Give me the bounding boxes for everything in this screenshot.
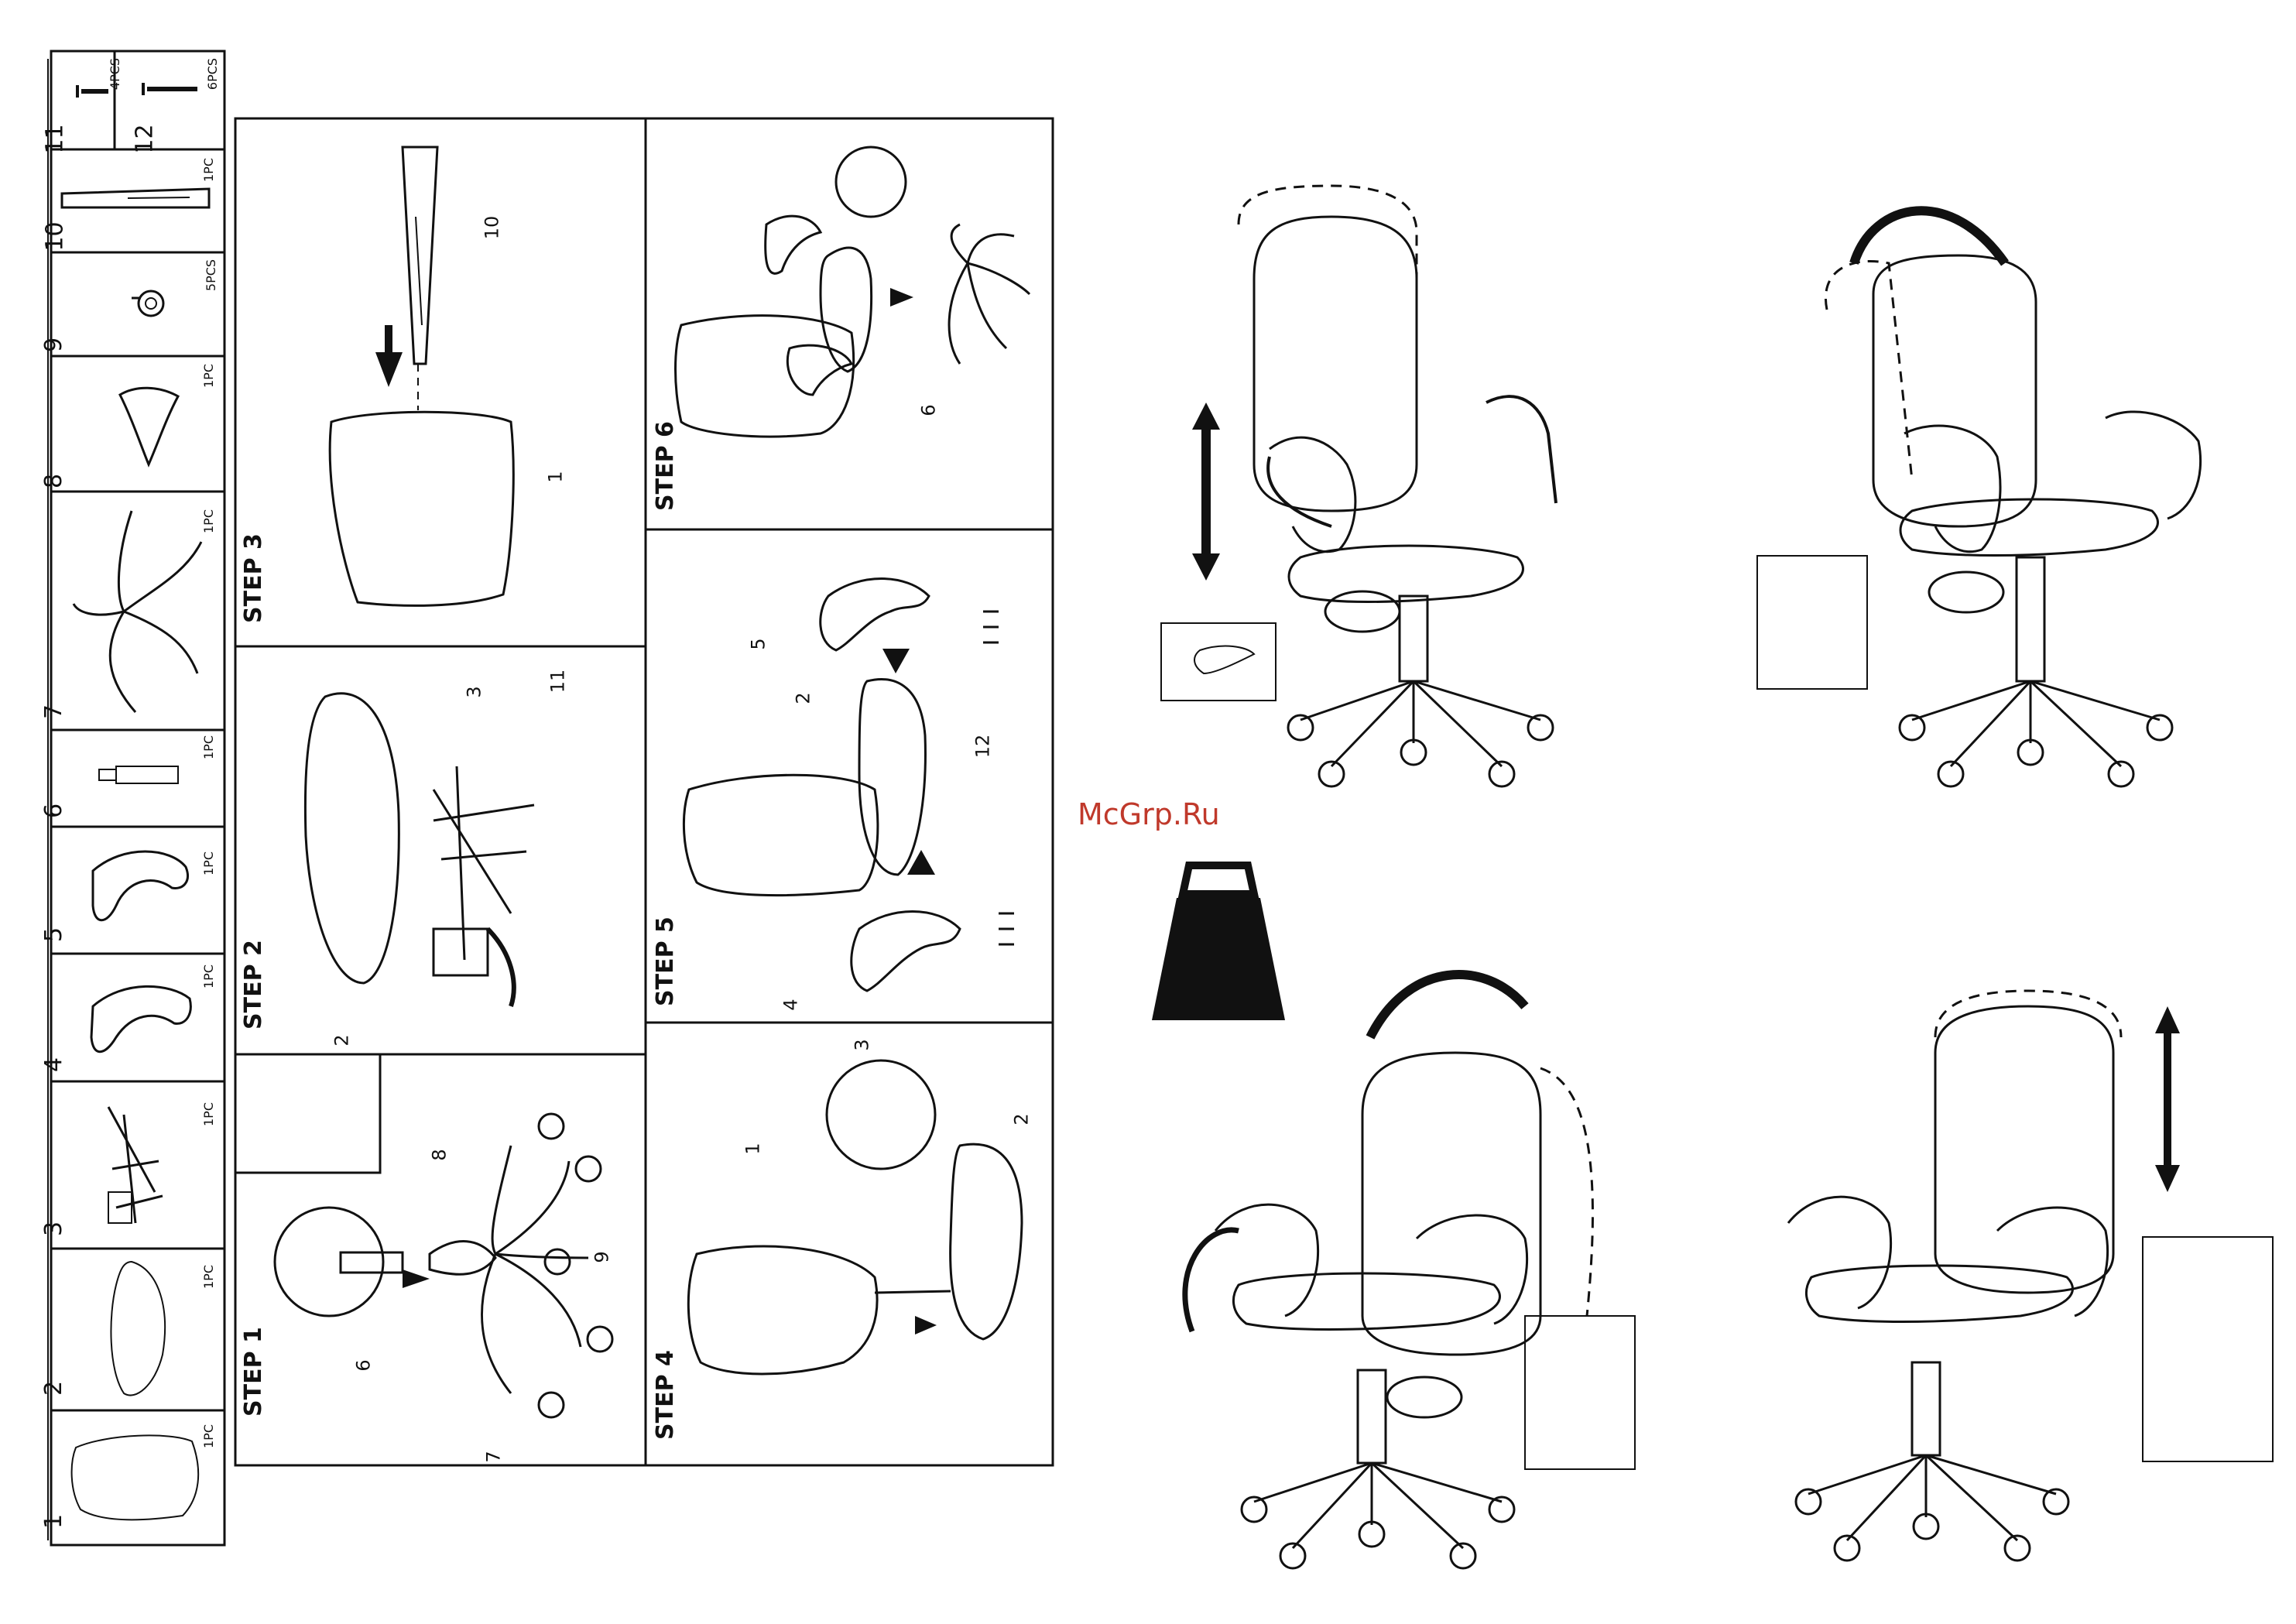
step4-right-arrow bbox=[915, 1316, 937, 1334]
recline-curved-arrow bbox=[1370, 975, 1525, 1037]
part-12-bolt-drawing bbox=[143, 83, 197, 95]
part-qty-8: 1PC bbox=[201, 364, 216, 388]
part-10-back-bar-drawing bbox=[62, 189, 209, 207]
parts-list-frame bbox=[51, 51, 224, 1545]
step6-right-arrow bbox=[890, 288, 913, 307]
part-num-6: 6 bbox=[40, 803, 67, 818]
steps-grid-frame bbox=[235, 118, 1053, 1465]
part-qty-2: 1PC bbox=[201, 1265, 216, 1289]
part-num-5: 5 bbox=[40, 927, 67, 942]
watermark: McGrp.Ru bbox=[1078, 797, 1220, 831]
part-3-mechanism-drawing bbox=[108, 1107, 163, 1223]
part-qty-6: 1PC bbox=[201, 735, 216, 759]
part-qty-9: 5PCS bbox=[204, 259, 218, 291]
step1-title: STEP 1 bbox=[240, 1327, 267, 1417]
s5-callout-4: 4 bbox=[780, 999, 802, 1010]
part-num-9: 9 bbox=[40, 337, 67, 352]
step6-drawing bbox=[676, 147, 1030, 437]
part-7-base-drawing bbox=[74, 511, 201, 712]
step3-title: STEP 3 bbox=[240, 533, 267, 623]
step1-right-arrow bbox=[403, 1269, 430, 1288]
part-8-bracket-drawing bbox=[120, 388, 178, 464]
step5-down-arrow bbox=[882, 649, 910, 673]
step5-drawing bbox=[684, 579, 1014, 992]
s5-callout-12: 12 bbox=[972, 735, 993, 759]
s5-callout-2: 2 bbox=[793, 692, 814, 704]
s2-callout-11: 11 bbox=[547, 670, 568, 694]
s4-callout-2: 2 bbox=[1011, 1113, 1033, 1125]
part-5-armrest-drawing bbox=[93, 851, 187, 920]
part-11-bolt-drawing bbox=[77, 85, 108, 98]
step6-title: STEP 6 bbox=[652, 421, 679, 511]
s3-callout-10: 10 bbox=[481, 216, 502, 240]
part-qty-1: 1PC bbox=[201, 1424, 216, 1448]
chair-back-adjust-drawing bbox=[1215, 1053, 1635, 1568]
part-qty-4: 1PC bbox=[201, 964, 216, 988]
part-qty-7: 1PC bbox=[201, 509, 216, 533]
s4-callout-3: 3 bbox=[852, 1039, 873, 1050]
part-num-11: 11 bbox=[42, 124, 69, 153]
s1-callout-7: 7 bbox=[483, 1451, 505, 1462]
part-9-caster-drawing bbox=[132, 291, 163, 316]
step2-drawing bbox=[305, 694, 534, 1006]
step1-inset-box bbox=[235, 1054, 380, 1173]
s6-callout-6: 6 bbox=[918, 404, 940, 416]
part-num-12: 12 bbox=[132, 124, 159, 153]
part-num-8: 8 bbox=[40, 474, 67, 488]
step3-down-arrow bbox=[375, 352, 403, 387]
part-qty-11: 4PCS bbox=[108, 58, 122, 90]
step4-drawing bbox=[688, 1060, 1022, 1374]
part-num-10: 10 bbox=[42, 221, 69, 251]
part-num-3: 3 bbox=[40, 1221, 67, 1236]
part-num-7: 7 bbox=[40, 704, 67, 719]
part-1-seat-drawing bbox=[72, 1435, 199, 1520]
s5-callout-5: 5 bbox=[748, 638, 769, 649]
part-qty-10: 1PC bbox=[201, 158, 216, 182]
chair-back-height-drawing bbox=[1788, 991, 2273, 1561]
step2-title: STEP 2 bbox=[240, 940, 267, 1030]
s3-callout-1: 1 bbox=[545, 471, 567, 482]
part-qty-3: 1PC bbox=[201, 1102, 216, 1126]
part-2-back-drawing bbox=[111, 1262, 165, 1396]
armrest-curved-arrow bbox=[1185, 1230, 1239, 1331]
part-qty-12: 6PCS bbox=[205, 58, 220, 90]
s1-callout-6: 6 bbox=[353, 1359, 375, 1371]
s2-callout-3: 3 bbox=[464, 686, 485, 697]
s4-callout-1: 1 bbox=[742, 1143, 764, 1154]
s1-callout-9: 9 bbox=[591, 1251, 613, 1263]
part-qty-5: 1PC bbox=[201, 851, 216, 875]
part-num-4: 4 bbox=[40, 1057, 67, 1072]
chair-height-adjust-drawing bbox=[1161, 186, 1556, 786]
step5-title: STEP 5 bbox=[652, 916, 679, 1006]
part-6-gas-lift-drawing bbox=[99, 766, 178, 783]
part-4-armrest-drawing bbox=[91, 986, 190, 1051]
step4-title: STEP 4 bbox=[652, 1350, 679, 1440]
s2-callout-2: 2 bbox=[331, 1034, 353, 1046]
s1-callout-8: 8 bbox=[429, 1149, 451, 1160]
weight-limit-icon bbox=[1152, 865, 1285, 1020]
tilt-curved-arrow bbox=[1854, 211, 2005, 263]
chair-tilt-adjust-drawing bbox=[1757, 255, 2201, 786]
part-num-2: 2 bbox=[40, 1381, 67, 1396]
part-num-1: 1 bbox=[40, 1514, 67, 1529]
